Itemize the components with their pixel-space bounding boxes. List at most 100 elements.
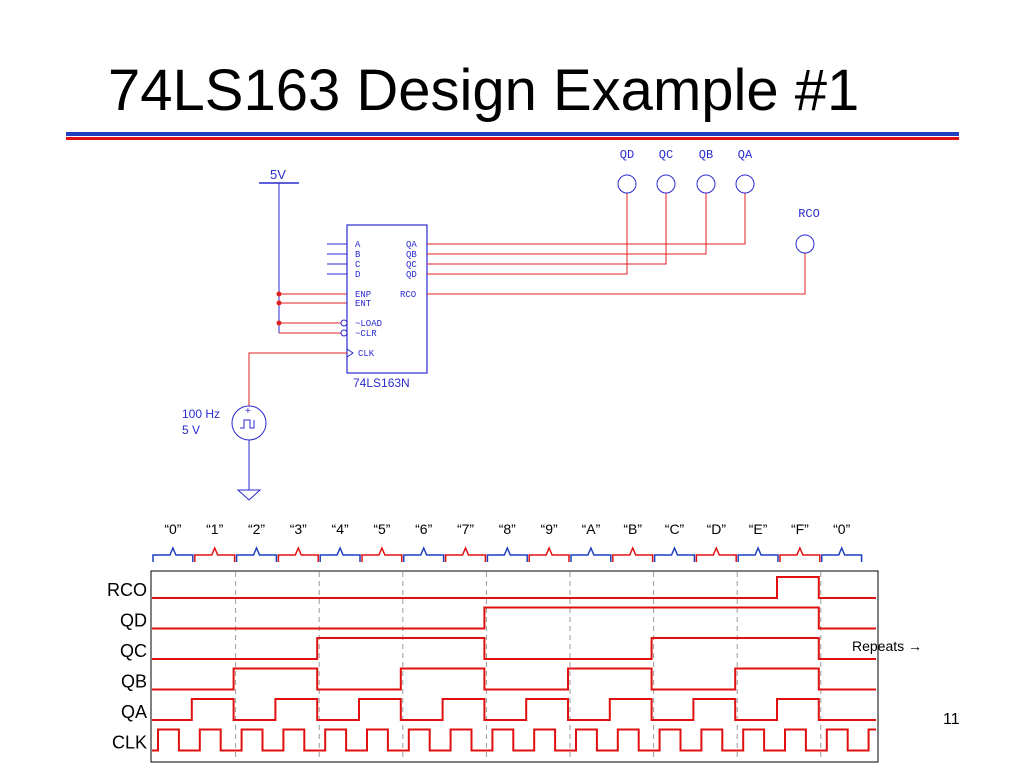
- load-bubble: [340, 319, 348, 327]
- timing-gridlines: [235, 572, 822, 761]
- source-freq: 100 Hz: [182, 407, 220, 421]
- waveform-qa: [152, 698, 876, 721]
- signal-label-qc: QC: [120, 641, 147, 661]
- pin-load: ~LOAD: [355, 319, 382, 329]
- source-plus: +: [245, 406, 251, 417]
- count-bracket: [361, 546, 403, 562]
- count-label: “9”: [541, 521, 558, 537]
- waveform-clk: [152, 728, 876, 752]
- square-wave-icon: [240, 419, 255, 429]
- count-label: “5”: [373, 521, 390, 537]
- signal-label-qb: QB: [121, 672, 147, 692]
- signal-label-rco: RCO: [107, 580, 147, 600]
- count-label: “3”: [290, 521, 307, 537]
- pin-c: C: [355, 260, 361, 270]
- ground-icon: [236, 489, 262, 501]
- pin-qd: QD: [406, 270, 417, 280]
- count-labels: “0”“1”“2”“3”“4”“5”“6”“7”“8”“9”“A”“B”“C”“…: [164, 521, 850, 537]
- pin-clk: CLK: [358, 349, 375, 359]
- probe-qd-lamp: [617, 174, 637, 194]
- signal-label-clk: CLK: [112, 733, 147, 753]
- waveform-qc: [152, 637, 876, 660]
- pin-qb: QB: [406, 250, 417, 260]
- chip-body: [346, 224, 428, 374]
- probe-qa-lamp: [735, 174, 755, 194]
- title-underline-red: [66, 137, 959, 140]
- pin-b: B: [355, 250, 361, 260]
- count-label: “0”: [164, 521, 181, 537]
- count-label: “C”: [665, 521, 685, 537]
- count-label: “1”: [206, 521, 223, 537]
- probe-lamps: [617, 174, 815, 254]
- chip-input-stubs: [327, 243, 347, 275]
- probe-qb-lamp: [696, 174, 716, 194]
- count-bracket: [695, 546, 737, 562]
- pin-qa: QA: [406, 240, 417, 250]
- waveform-qb: [152, 667, 876, 691]
- probe-qc-label: QC: [659, 148, 673, 162]
- pin-qc: QC: [406, 260, 417, 270]
- count-label: “8”: [499, 521, 516, 537]
- wire-qb: [427, 193, 707, 255]
- signal-label-qa: QA: [121, 702, 147, 722]
- count-label: “2”: [248, 521, 265, 537]
- count-bracket: [152, 546, 194, 562]
- pin-enp: ENP: [355, 290, 371, 300]
- title-underline-blue: [66, 132, 959, 136]
- pin-ent: ENT: [355, 299, 372, 309]
- count-label: “A”: [582, 521, 601, 537]
- count-bracket: [486, 546, 528, 562]
- count-bracket: [779, 546, 821, 562]
- count-bracket: [653, 546, 696, 562]
- waveform-qd: [152, 606, 876, 630]
- timing-frame: [150, 570, 879, 763]
- count-label: “6”: [415, 521, 432, 537]
- chip-part-label: 74LS163N: [353, 376, 410, 390]
- pin-d: D: [355, 270, 360, 280]
- pin-clr: ~CLR: [355, 329, 377, 339]
- count-bracket: [194, 546, 236, 562]
- timing-diagram: “0”“1”“2”“3”“4”“5”“6”“7”“8”“9”“A”“B”“C”“…: [107, 521, 922, 763]
- supply-label: 5V: [270, 167, 286, 182]
- waveforms: [152, 576, 876, 752]
- count-bracket: [612, 546, 654, 562]
- source-volt: 5 V: [182, 423, 200, 437]
- wire-clk: [248, 352, 347, 406]
- schematic: 5V A B C D ENP ENT ~LOAD ~CLR CL: [182, 148, 820, 501]
- pin-rco: RCO: [400, 290, 416, 300]
- count-bracket: [277, 546, 319, 562]
- clr-bubble: [340, 329, 348, 337]
- probe-rco-label: RCO: [798, 207, 820, 221]
- probe-labels: QD QC QB QA RCO: [620, 148, 820, 221]
- waveform-rco: [152, 576, 876, 599]
- probe-qc-lamp: [656, 174, 676, 194]
- count-bracket: [444, 546, 487, 562]
- count-bracket: [235, 546, 278, 562]
- count-bracket: [737, 546, 779, 562]
- count-bracket: [528, 546, 570, 562]
- count-bracket: [570, 546, 612, 562]
- count-bracket: [319, 546, 361, 562]
- count-bracket: [403, 546, 445, 562]
- wire-qd: [427, 193, 628, 275]
- probe-qb-label: QB: [699, 148, 713, 162]
- count-bracket: [821, 546, 863, 562]
- output-wires: [427, 193, 806, 295]
- count-label: “F”: [791, 521, 809, 537]
- count-label: “7”: [457, 521, 474, 537]
- count-label: “0”: [833, 521, 850, 537]
- count-label: “E”: [749, 521, 768, 537]
- probe-qd-label: QD: [620, 148, 634, 162]
- wire-qc: [427, 193, 667, 265]
- wire-qa: [427, 193, 746, 245]
- clk-triangle: [346, 348, 354, 358]
- page-number: 11: [943, 711, 960, 728]
- wire-rco: [427, 253, 806, 295]
- slide-title: 74LS163 Design Example #1: [108, 58, 860, 123]
- probe-rco-lamp: [795, 234, 815, 254]
- signal-labels: RCO QD QC QB QA CLK: [107, 580, 147, 753]
- signal-label-qd: QD: [120, 611, 147, 631]
- chip-pin-labels: A B C D ENP ENT ~LOAD ~CLR CLK QA QB QC …: [355, 240, 417, 359]
- count-label: “4”: [332, 521, 349, 537]
